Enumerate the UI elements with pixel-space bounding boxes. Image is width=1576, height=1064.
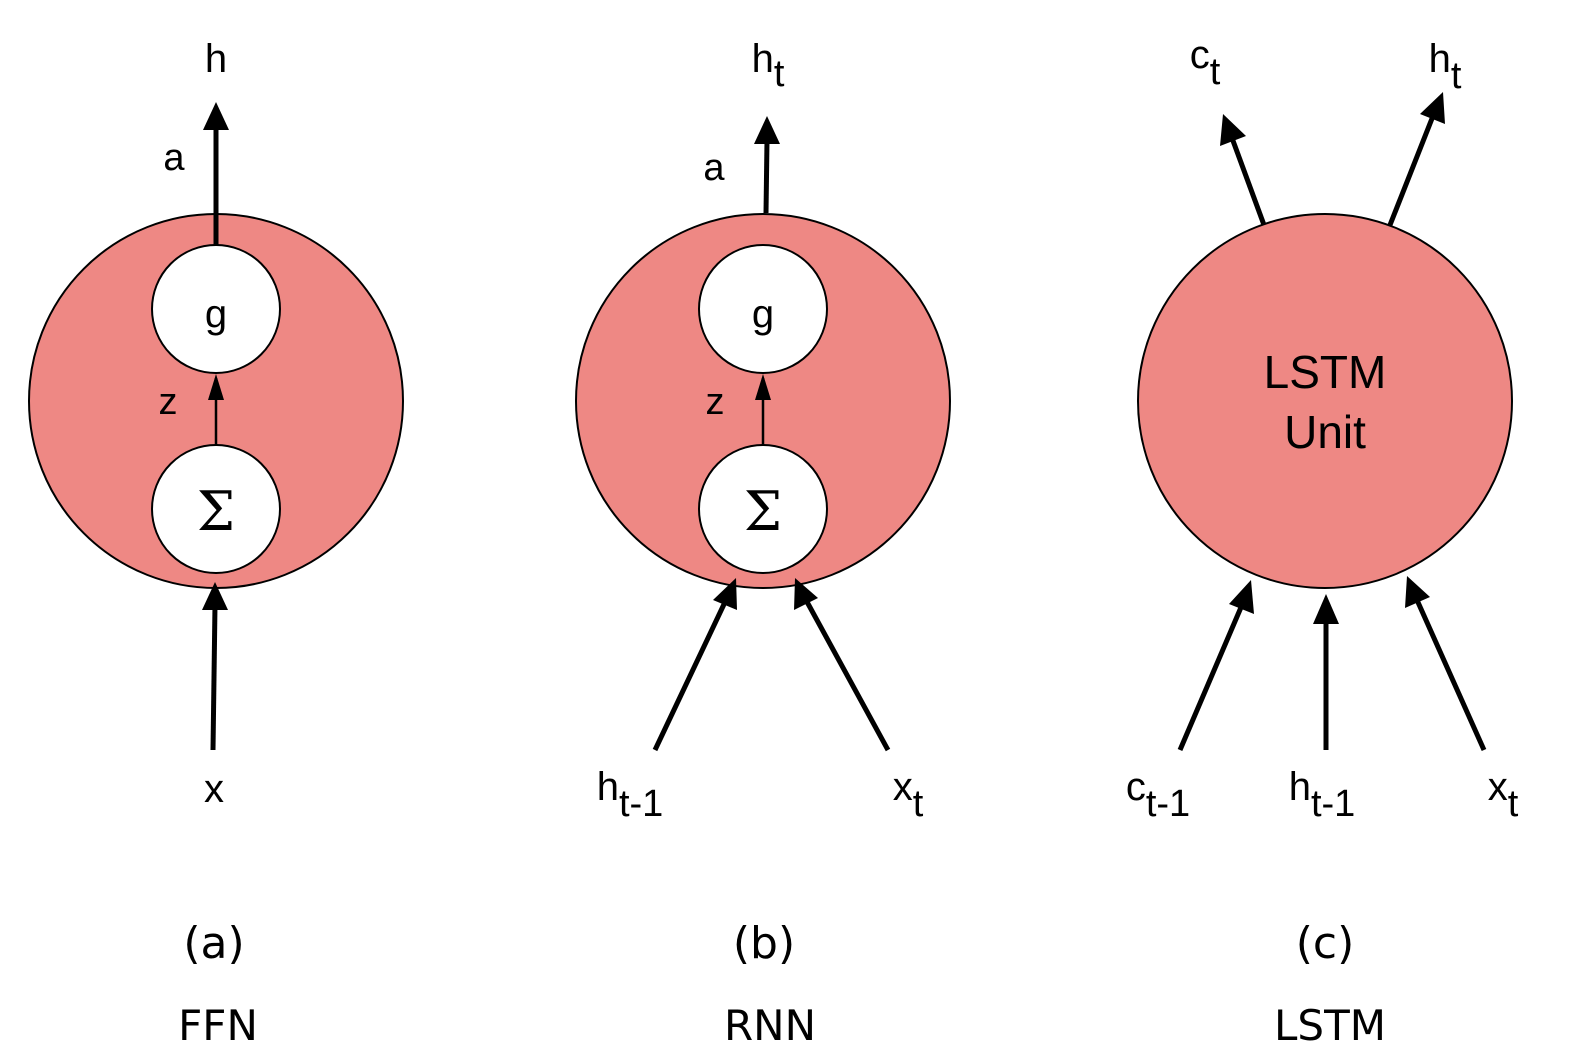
rnn-input-h-arrowhead xyxy=(713,578,737,610)
rnn-output-sub: t xyxy=(774,53,785,95)
ffn-z-label: z xyxy=(159,381,178,423)
lstm-output-h-arrowhead xyxy=(1420,92,1445,124)
rnn-z-arrowhead xyxy=(755,374,771,400)
rnn-input-h-arrow xyxy=(652,598,729,752)
rnn-input-h-sub: t-1 xyxy=(619,783,663,825)
lstm-output-c-sub: t xyxy=(1210,51,1221,93)
lstm-input-x-sub: t xyxy=(1508,783,1519,825)
panel-lstm: LSTM Unit ct ht ct-1 ht-1 xt (c) LSTM xyxy=(1126,33,1519,1050)
panel-rnn: g Σ z a ht ht-1 xt (b) RNN xyxy=(575,37,951,1050)
ffn-input-arrow xyxy=(210,604,218,751)
lstm-output-c-label: ct xyxy=(1190,33,1221,93)
lstm-output-c-arrowhead xyxy=(1220,114,1246,146)
ffn-input-arrowhead xyxy=(202,582,228,610)
lstm-input-h-sub: t-1 xyxy=(1311,783,1355,825)
rnn-output-arrow xyxy=(763,139,770,214)
lstm-input-c-sub: t-1 xyxy=(1146,783,1190,825)
lstm-input-c-arrow xyxy=(1177,604,1245,751)
rnn-z-label: z xyxy=(706,381,725,423)
rnn-sigma-symbol: Σ xyxy=(744,480,782,543)
rnn-output-label: ht xyxy=(752,37,785,95)
ffn-panel-name: FFN xyxy=(178,1001,258,1050)
ffn-input-label: x xyxy=(204,767,224,811)
rnn-input-x-sub: t xyxy=(913,783,924,825)
lstm-input-c-arrowhead xyxy=(1229,580,1254,614)
lstm-output-h-base: h xyxy=(1429,37,1451,81)
lstm-unit-line1: LSTM xyxy=(1264,346,1387,398)
lstm-input-h-arrowhead xyxy=(1313,594,1339,624)
ffn-sigma-symbol: Σ xyxy=(197,480,235,543)
ffn-g-label: g xyxy=(205,292,227,336)
lstm-input-c-label: ct-1 xyxy=(1126,765,1190,825)
lstm-output-c-base: c xyxy=(1190,33,1210,77)
lstm-input-h-base: h xyxy=(1289,765,1311,809)
lstm-unit-line2: Unit xyxy=(1284,406,1366,458)
ffn-z-arrowhead xyxy=(208,374,224,400)
rnn-g-label: g xyxy=(752,292,774,336)
rnn-input-h-label: ht-1 xyxy=(597,765,664,825)
rnn-output-base: h xyxy=(752,37,774,81)
lstm-output-h-arrow xyxy=(1387,115,1436,226)
rnn-panel-letter: (b) xyxy=(733,918,795,969)
lstm-input-x-label: xt xyxy=(1488,765,1519,825)
lstm-input-x-base: x xyxy=(1488,765,1508,809)
ffn-activation-label: a xyxy=(163,137,185,179)
lstm-input-h-label: ht-1 xyxy=(1289,765,1356,825)
rnn-input-x-arrowhead xyxy=(794,578,818,610)
ffn-panel-letter: (a) xyxy=(183,918,244,969)
lstm-unit-circle xyxy=(1137,213,1513,589)
rnn-panel-name: RNN xyxy=(724,1001,816,1050)
lstm-input-c-base: c xyxy=(1126,765,1146,809)
rnn-activation-label: a xyxy=(703,147,725,189)
lstm-output-h-label: ht xyxy=(1429,37,1462,97)
lstm-input-x-arrowhead xyxy=(1405,576,1430,608)
lstm-output-c-arrow xyxy=(1229,137,1267,226)
panel-ffn: g Σ z a h x (a) FFN xyxy=(28,37,404,1050)
ffn-output-arrowhead xyxy=(203,102,229,130)
lstm-panel-letter: (c) xyxy=(1296,918,1355,969)
rnn-input-x-arrow xyxy=(803,598,891,752)
rnn-input-x-base: x xyxy=(893,765,913,809)
ffn-output-label: h xyxy=(205,37,227,81)
rnn-input-h-base: h xyxy=(597,765,619,809)
rnn-g-node xyxy=(698,244,828,374)
rnn-output-arrowhead xyxy=(754,116,780,144)
rnn-input-x-label: xt xyxy=(893,765,924,825)
lstm-output-h-sub: t xyxy=(1451,55,1462,97)
lstm-input-x-arrow xyxy=(1414,598,1487,752)
lstm-panel-name: LSTM xyxy=(1274,1001,1386,1050)
